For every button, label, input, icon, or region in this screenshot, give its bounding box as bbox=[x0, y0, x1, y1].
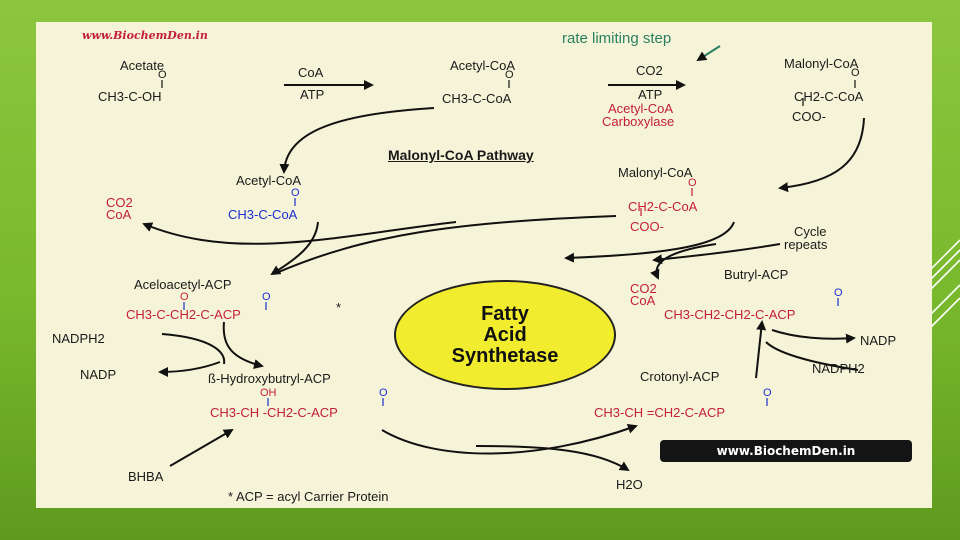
malonylcoa-top-formula: CH2-C-CoA bbox=[794, 89, 864, 104]
pathway-title: Malonyl-CoA Pathway bbox=[388, 147, 534, 163]
step2-atp: ATP bbox=[638, 87, 663, 102]
butyryl-formula: CH3-CH2-CH2-C-ACP bbox=[664, 307, 796, 322]
malonylcoa-top-coo: COO- bbox=[792, 109, 826, 124]
crotonyl-formula: CH3-CH =CH2-C-ACP bbox=[594, 405, 726, 420]
arrow-malonyl-down bbox=[778, 117, 865, 193]
step2-co2: CO2 bbox=[636, 63, 663, 78]
acetoacetyl-name: Aceloacetyl-ACP bbox=[134, 277, 232, 292]
enzyme-carboxylase-line1: Acetyl-CoA bbox=[608, 101, 674, 116]
acetylcoa-top-oxygen: O bbox=[505, 69, 514, 81]
cycle-line1: Cycle bbox=[794, 224, 827, 239]
acetate-oxygen: O bbox=[158, 69, 167, 81]
acetoacetyl-oxygen1: O bbox=[180, 291, 189, 303]
acetylcoa-left-formula: CH3-C-CoA bbox=[228, 207, 298, 222]
step1-coa: CoA bbox=[298, 65, 324, 80]
enzyme-line3: Synthetase bbox=[451, 344, 559, 367]
co2-left: CO2 bbox=[106, 195, 133, 210]
co2-right: CO2 bbox=[630, 281, 657, 296]
arrow-crotonyl-to-butyryl bbox=[755, 320, 767, 379]
acetate-name: Acetate bbox=[120, 58, 165, 73]
arrow-acetylcoa-to-acetoacetyl bbox=[270, 221, 319, 276]
acetoacetyl-oxygen2: O bbox=[262, 291, 271, 303]
arrow-nadp-right bbox=[771, 329, 856, 344]
arrow-malonyl-to-acetoacetyl bbox=[273, 215, 617, 275]
hydroxybutyryl-name: ß-Hydroxybutryl-ACP bbox=[208, 371, 331, 386]
acetylcoa-top-formula: CH3-C-CoA bbox=[442, 91, 512, 106]
enzyme-line2: Acid bbox=[483, 323, 527, 346]
footnote-acp: * ACP = acyl Carrier Protein bbox=[228, 489, 389, 504]
butyryl-oxygen: O bbox=[834, 287, 843, 299]
arrow-nadph-left bbox=[161, 333, 226, 365]
nadph-right: NADPH2 bbox=[812, 361, 865, 376]
arrow-malonyl-to-center bbox=[564, 221, 735, 263]
malonylcoa-mid-name: Malonyl-CoA bbox=[618, 165, 693, 180]
nadp-right: NADP bbox=[860, 333, 897, 348]
coa-right: CoA bbox=[630, 293, 656, 308]
bhba-label: BHBA bbox=[128, 469, 164, 484]
nadp-left: NADP bbox=[80, 367, 117, 382]
crotonyl-name: Crotonyl-ACP bbox=[640, 369, 720, 384]
arrow-hydroxy-to-crotonyl bbox=[381, 424, 638, 455]
malonylcoa-mid-formula: CH2-C-CoA bbox=[628, 199, 698, 214]
malonylcoa-mid-oxygen: O bbox=[688, 177, 697, 189]
watermark-top[interactable]: www.BiochemDen.in bbox=[82, 29, 208, 42]
nadph-left: NADPH2 bbox=[52, 331, 105, 346]
arrow-acetoacetyl-to-hydroxy bbox=[222, 321, 264, 369]
carbonyl-bonds bbox=[161, 80, 856, 106]
acetate-formula: CH3-C-OH bbox=[98, 89, 162, 104]
arrow-bhba bbox=[169, 428, 234, 467]
rate-limiting-label: rate limiting step bbox=[562, 30, 672, 47]
cycle-line2: repeats bbox=[784, 237, 828, 252]
hydroxybutyryl-oh: OH bbox=[260, 387, 277, 399]
acetylcoa-top-name: Acetyl-CoA bbox=[450, 58, 516, 73]
arrow-nadph-right bbox=[765, 341, 859, 371]
malonylcoa-top-oxygen: O bbox=[851, 67, 860, 79]
enzyme-carboxylase-line2: Carboxylase bbox=[602, 114, 675, 129]
acetoacetyl-formula: CH3-C-CH2-C-ACP bbox=[126, 307, 241, 322]
arrow-cycle-repeats bbox=[652, 243, 781, 265]
acetoacetyl-star: * bbox=[336, 300, 342, 315]
enzyme-line1: Fatty bbox=[481, 302, 529, 325]
arrow-co2-release-right bbox=[650, 243, 717, 280]
arrow-rate-limiting bbox=[696, 45, 721, 62]
watermark-bottom[interactable]: www.BiochemDen.in bbox=[660, 440, 912, 462]
acetylcoa-left-name: Acetyl-CoA bbox=[236, 173, 302, 188]
step1-atp: ATP bbox=[300, 87, 325, 102]
arrow-water bbox=[475, 445, 630, 472]
hydroxybutyryl-formula: CH3-CH -CH2-C-ACP bbox=[210, 405, 338, 420]
arrow-acetylcoa-to-left bbox=[279, 107, 435, 174]
malonylcoa-top-name: Malonyl-CoA bbox=[784, 56, 859, 71]
pathway-arrows bbox=[142, 45, 865, 472]
acetylcoa-left-oxygen: O bbox=[291, 187, 300, 199]
pathway-diagram-panel: www.BiochemDen.in rate limiting step Ace… bbox=[36, 22, 932, 508]
arrow-nadp-left bbox=[158, 361, 221, 377]
hydroxybutyryl-oxygen: O bbox=[379, 387, 388, 399]
malonylcoa-mid-coo: COO- bbox=[630, 219, 664, 234]
coa-left: CoA bbox=[106, 207, 132, 222]
crotonyl-oxygen: O bbox=[763, 387, 772, 399]
butyryl-name: Butryl-ACP bbox=[724, 267, 789, 282]
water-label: H2O bbox=[616, 477, 643, 492]
fatty-acid-synthetase-circle: Fatty Acid Synthetase bbox=[394, 280, 616, 390]
arrow-co2-release-left bbox=[142, 221, 457, 245]
